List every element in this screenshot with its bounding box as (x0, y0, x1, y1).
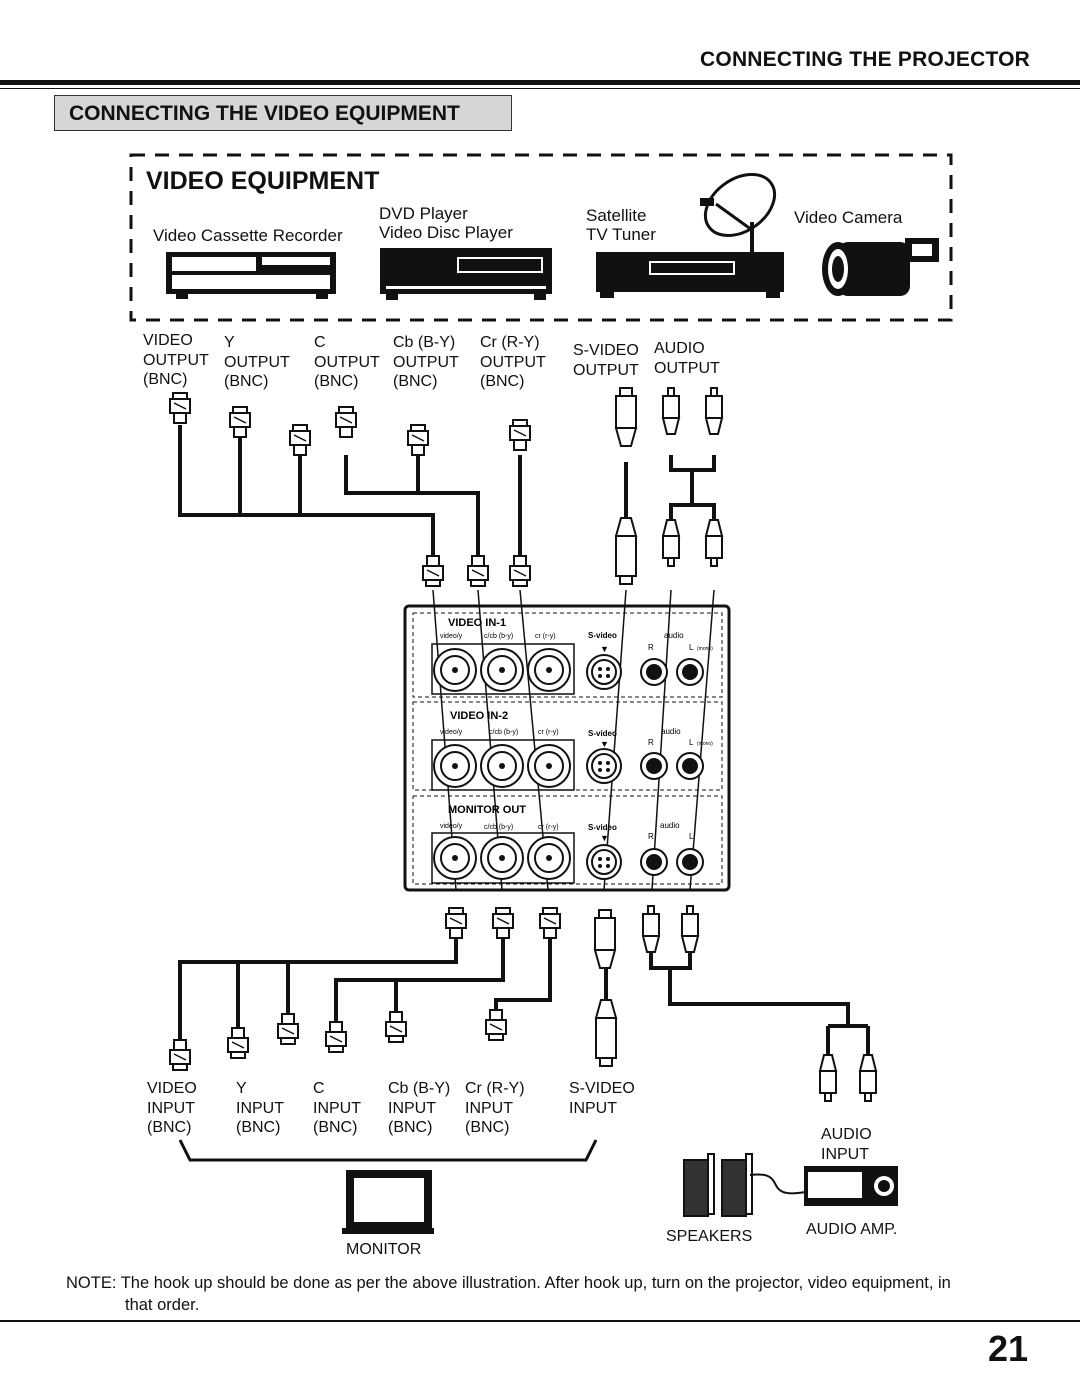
panel-mon-l: L (689, 832, 694, 841)
footer-rule (0, 1320, 1080, 1322)
header-rule-thin (0, 88, 1080, 89)
camera-label: Video Camera (794, 208, 903, 227)
panel-mon-cr: cr (r-y) (538, 824, 559, 831)
monitor-label: MONITOR (346, 1241, 422, 1258)
vcr-label: Video Cassette Recorder (153, 226, 343, 245)
panel-in2-video: video/y (440, 729, 463, 736)
equipment-box (129, 153, 953, 322)
dvd-player-illustration (380, 248, 552, 300)
speakers-illustration (683, 1153, 806, 1217)
panel-in2-l: L (689, 738, 694, 747)
header-rule (0, 80, 1080, 85)
speakers-label: SPEAKERS (666, 1228, 753, 1245)
panel-mon-r: R (648, 832, 654, 841)
output-cb-label: Cb (B-Y)OUTPUT(BNC) (393, 334, 459, 390)
panel-mon-cb: c/cb (b-y) (484, 824, 513, 831)
video-camera-illustration (822, 238, 939, 296)
panel-in1-audio: audio (664, 631, 684, 640)
panel-in2-svideo: S-video (588, 729, 617, 738)
dvd-label-2: Video Disc Player (379, 223, 513, 242)
note-text: NOTE: The hook up should be done as per … (66, 1274, 951, 1314)
panel-in1-mono: (mono) (697, 646, 713, 652)
video-equipment-title: VIDEO EQUIPMENT (146, 167, 380, 195)
page-header-title: CONNECTING THE PROJECTOR (700, 48, 1030, 71)
panel-in2-mono: (mono) (697, 741, 713, 747)
panel-monitor-out-label: MONITOR OUT (448, 804, 526, 816)
satellite-label-1: Satellite (586, 206, 647, 225)
lower-cables (178, 938, 870, 1055)
panel-in1-r: R (648, 643, 654, 652)
amp-label: AUDIO AMP. (806, 1221, 898, 1238)
panel-in1-video: video/y (440, 633, 463, 640)
monitor-illustration (342, 1170, 434, 1234)
output-cr-label: Cr (R-Y)OUTPUT(BNC) (480, 334, 546, 390)
panel-in1-label: VIDEO IN-1 (448, 617, 506, 629)
page-number: 21 (987, 1328, 1028, 1369)
satellite-dish-illustration (700, 173, 777, 252)
panel-in1-l: L (689, 643, 694, 652)
audio-amp-illustration (804, 1166, 898, 1206)
panel-mon-audio: audio (660, 821, 680, 830)
panel-mon-svideo: S-video (588, 823, 617, 832)
svg-text:▼: ▼ (600, 833, 609, 843)
panel-in1-svideo: S-video (588, 631, 617, 640)
panel-in2-label: VIDEO IN-2 (450, 710, 508, 722)
upper-cables (178, 425, 716, 560)
svg-text:▼: ▼ (600, 644, 609, 654)
vcr-illustration (166, 252, 336, 299)
svg-text:▼: ▼ (600, 739, 609, 749)
input-cb-label: Cb (B-Y)INPUT(BNC) (388, 1080, 451, 1136)
panel-in1-cb: c/cb (b-y) (484, 633, 513, 640)
panel-in2-r: R (648, 738, 654, 747)
tuner-illustration (596, 252, 784, 298)
panel-in1-cr: cr (r-y) (535, 633, 556, 640)
dvd-label-1: DVD Player (379, 204, 468, 223)
panel-mon-video: video/y (440, 823, 463, 830)
panel-in2-cb: c/cb (b-y) (489, 729, 518, 736)
section-title: CONNECTING THE VIDEO EQUIPMENT (69, 102, 460, 125)
panel-in2-audio: audio (661, 727, 681, 736)
monitor-inputs-bracket (178, 1139, 598, 1162)
satellite-label-2: TV Tuner (586, 225, 656, 244)
input-cr-label: Cr (R-Y)INPUT(BNC) (465, 1080, 525, 1136)
section-title-box: CONNECTING THE VIDEO EQUIPMENT (54, 95, 512, 131)
panel-in2-cr: cr (r-y) (538, 729, 559, 736)
